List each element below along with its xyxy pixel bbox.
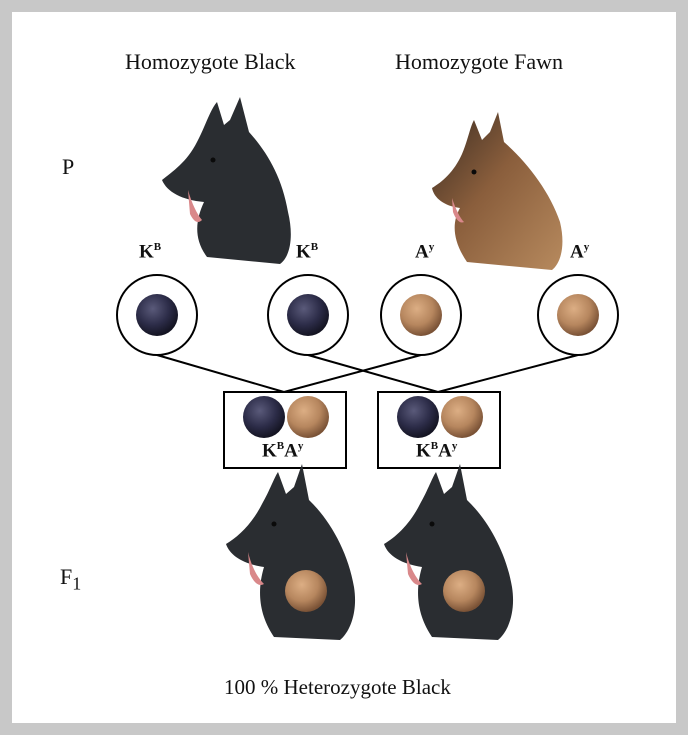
offspring-genotype-2: KBAy [416, 440, 457, 462]
generation-label-p: P [62, 154, 74, 180]
parent-black-dog-image [162, 97, 291, 264]
gamete-3 [381, 275, 461, 355]
offspring-genotype-1: KBAy [262, 440, 303, 462]
diagram-graphics [12, 12, 676, 723]
gamete-label-1: KB [139, 241, 161, 263]
cross-lines [157, 355, 578, 392]
f1-dog-1-image [226, 464, 355, 640]
heading-homozygote-fawn: Homozygote Fawn [395, 49, 563, 75]
result-caption: 100 % Heterozygote Black [224, 675, 451, 700]
f1-dog-2-image [384, 464, 513, 640]
gamete-label-2: KB [296, 241, 318, 263]
heading-homozygote-black: Homozygote Black [125, 49, 295, 75]
parent-fawn-dog-image [432, 112, 562, 270]
gamete-label-3: Ay [415, 241, 434, 263]
gamete-2 [268, 275, 348, 355]
gamete-label-4: Ay [570, 241, 589, 263]
generation-label-f1: F1 [60, 564, 81, 594]
gamete-1 [117, 275, 197, 355]
gamete-4 [538, 275, 618, 355]
diagram-canvas: Homozygote Black Homozygote Fawn P F1 KB… [12, 12, 676, 723]
